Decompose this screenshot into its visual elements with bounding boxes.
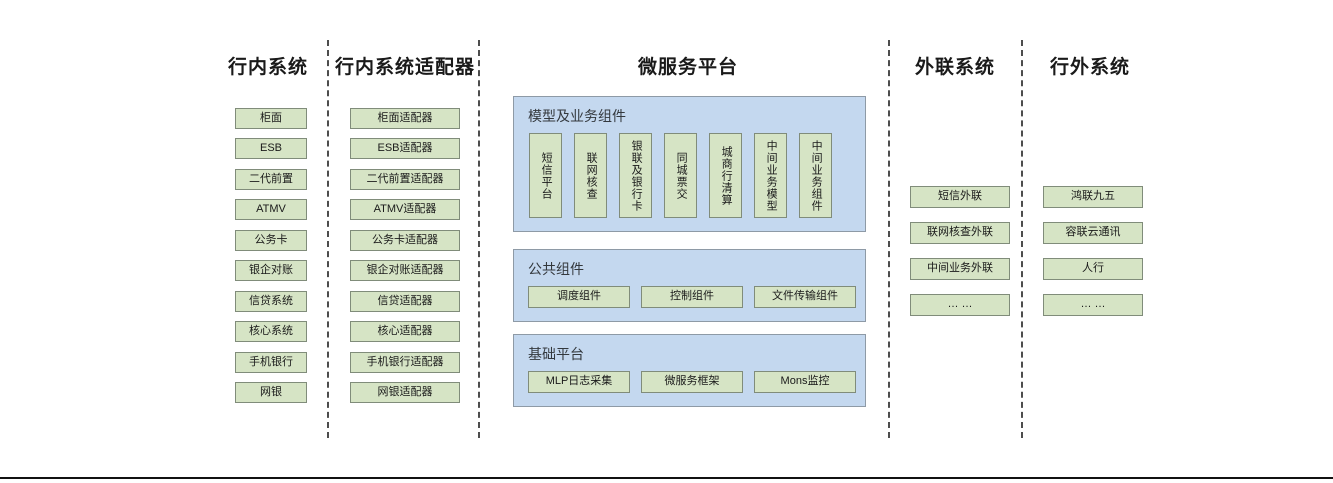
node-model-component[interactable]: 中间业务模型 bbox=[754, 133, 787, 218]
node-model-component[interactable]: 银联及银行卡 bbox=[619, 133, 652, 218]
node-outside-bank-system[interactable]: … … bbox=[1043, 294, 1143, 316]
node-external-link-system[interactable]: 联网核查外联 bbox=[910, 222, 1010, 244]
node-internal-system[interactable]: 核心系统 bbox=[235, 321, 307, 342]
node-internal-adapter[interactable]: 银企对账适配器 bbox=[350, 260, 460, 281]
node-model-component[interactable]: 城商行清算 bbox=[709, 133, 742, 218]
panel-title-public-components: 公共组件 bbox=[528, 261, 584, 277]
node-model-component[interactable]: 同城票交 bbox=[664, 133, 697, 218]
node-internal-system[interactable]: 银企对账 bbox=[235, 260, 307, 281]
node-internal-system[interactable]: 二代前置 bbox=[235, 169, 307, 190]
node-external-link-system[interactable]: 中间业务外联 bbox=[910, 258, 1010, 280]
separator-platform-col3 bbox=[888, 40, 890, 438]
separator-col1-col2 bbox=[327, 40, 329, 438]
node-internal-adapter[interactable]: 网银适配器 bbox=[350, 382, 460, 403]
node-internal-system[interactable]: ESB bbox=[235, 138, 307, 159]
platform-title: 微服务平台 bbox=[637, 57, 738, 78]
node-internal-adapter[interactable]: 柜面适配器 bbox=[350, 108, 460, 129]
node-internal-adapter[interactable]: ESB适配器 bbox=[350, 138, 460, 159]
node-outside-bank-system[interactable]: 人行 bbox=[1043, 258, 1143, 280]
panel-public-components: 公共组件 bbox=[513, 249, 866, 322]
separator-col3-col4 bbox=[1021, 40, 1023, 438]
node-model-component[interactable]: 联网核查 bbox=[574, 133, 607, 218]
node-internal-adapter[interactable]: ATMV适配器 bbox=[350, 199, 460, 220]
node-public-component[interactable]: 控制组件 bbox=[641, 286, 743, 308]
node-internal-system[interactable]: 手机银行 bbox=[235, 352, 307, 373]
node-internal-adapter[interactable]: 核心适配器 bbox=[350, 321, 460, 342]
node-internal-adapter[interactable]: 公务卡适配器 bbox=[350, 230, 460, 251]
node-internal-adapter[interactable]: 二代前置适配器 bbox=[350, 169, 460, 190]
node-internal-system[interactable]: 公务卡 bbox=[235, 230, 307, 251]
node-base-platform-component[interactable]: 微服务框架 bbox=[641, 371, 743, 393]
column-title-external-link-systems: 外联系统 bbox=[914, 57, 995, 78]
node-external-link-system[interactable]: … … bbox=[910, 294, 1010, 316]
column-title-outside-bank-systems: 行外系统 bbox=[1049, 57, 1130, 78]
node-base-platform-component[interactable]: MLP日志采集 bbox=[528, 371, 630, 393]
panel-base-platform: 基础平台 bbox=[513, 334, 866, 407]
node-public-component[interactable]: 调度组件 bbox=[528, 286, 630, 308]
node-outside-bank-system[interactable]: 容联云通讯 bbox=[1043, 222, 1143, 244]
panel-title-model-business-components: 模型及业务组件 bbox=[528, 108, 626, 124]
node-base-platform-component[interactable]: Mons监控 bbox=[754, 371, 856, 393]
node-model-component[interactable]: 中间业务组件 bbox=[799, 133, 832, 218]
node-internal-system[interactable]: 柜面 bbox=[235, 108, 307, 129]
bottom-divider bbox=[0, 477, 1333, 479]
separator-col2-platform bbox=[478, 40, 480, 438]
node-internal-system[interactable]: 网银 bbox=[235, 382, 307, 403]
node-internal-adapter[interactable]: 手机银行适配器 bbox=[350, 352, 460, 373]
node-outside-bank-system[interactable]: 鸿联九五 bbox=[1043, 186, 1143, 208]
node-internal-adapter[interactable]: 信贷适配器 bbox=[350, 291, 460, 312]
column-title-internal-adapters: 行内系统适配器 bbox=[334, 57, 475, 78]
column-title-internal-systems: 行内系统 bbox=[227, 57, 308, 78]
node-public-component[interactable]: 文件传输组件 bbox=[754, 286, 856, 308]
node-internal-system[interactable]: 信贷系统 bbox=[235, 291, 307, 312]
node-external-link-system[interactable]: 短信外联 bbox=[910, 186, 1010, 208]
node-internal-system[interactable]: ATMV bbox=[235, 199, 307, 220]
panel-title-base-platform: 基础平台 bbox=[528, 346, 584, 362]
node-model-component[interactable]: 短信平台 bbox=[529, 133, 562, 218]
